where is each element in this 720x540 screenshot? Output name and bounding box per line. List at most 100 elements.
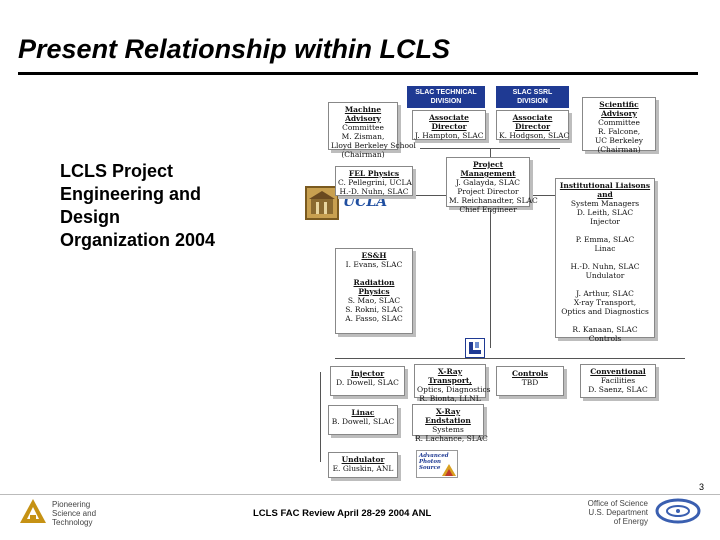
box-heading: FEL Physics (338, 169, 410, 178)
doe-logo-icon (655, 498, 701, 524)
box-line: Lloyd Berkeley School (331, 141, 395, 150)
box-line: M. Zisman, (331, 132, 395, 141)
box-line: Linac (558, 244, 652, 253)
box-heading: Scientific Advisory (585, 100, 653, 118)
box-heading: Associate Director (415, 113, 483, 131)
box-line: D. Leith, SLAC (558, 208, 652, 217)
footer-divider (0, 494, 720, 495)
box-line (558, 316, 652, 325)
footer-right-line: U.S. Department (560, 508, 648, 517)
box-line: R. Kanaan, SLAC (558, 325, 652, 334)
box-line: I. Evans, SLAC (338, 260, 410, 269)
connector-line (335, 358, 685, 359)
machine-advisory-box: Machine Advisory Committee M. Zisman, Ll… (328, 102, 398, 150)
box-heading: Radiation Physics (338, 278, 410, 296)
header-line: DIVISION (496, 97, 569, 106)
connector-line (420, 148, 560, 149)
box-line: H.-D. Nuhn, SLAC (558, 262, 652, 271)
linac-box: Linac B. Dowell, SLAC (328, 405, 398, 435)
box-line (558, 253, 652, 262)
footer-left-line: Science and (52, 509, 96, 518)
box-heading: X-Ray Transport, (417, 367, 483, 385)
conventional-facilities-box: Conventional Facilities D. Saenz, SLAC (580, 364, 656, 398)
injector-box: Injector D. Dowell, SLAC (330, 366, 405, 396)
llnl-logo (465, 338, 485, 358)
box-line: Systems (415, 425, 481, 434)
box-line: M. Reichanadter, SLAC (449, 196, 527, 205)
slac-ssrl-division-header: SLAC SSRL DIVISION (496, 86, 569, 108)
connector-line (410, 195, 450, 196)
box-heading: Undulator (331, 455, 395, 464)
box-line: J. Arthur, SLAC (558, 289, 652, 298)
box-line: Committee (585, 118, 653, 127)
box-line: Optics and Diagnostics (558, 307, 652, 316)
box-line: System Managers (558, 199, 652, 208)
assoc-director-tech-box: Associate Director J. Hampton, SLAC (412, 110, 486, 140)
undulator-box: Undulator E. Gluskin, ANL (328, 452, 398, 478)
box-line: TBD (499, 378, 561, 387)
connector-line (320, 372, 321, 462)
footer-left-line: Pioneering (52, 500, 96, 509)
header-line: SLAC SSRL (496, 88, 569, 97)
box-line: R. Lachance, SLAC (415, 434, 481, 443)
box-heading: X-Ray Endstation (415, 407, 481, 425)
xray-transport-box: X-Ray Transport, Optics, Diagnostics R. … (414, 364, 486, 398)
footer-left-text: Pioneering Science and Technology (52, 500, 96, 527)
footer-right-line: Office of Science (560, 499, 648, 508)
box-line: J. Galayda, SLAC (449, 178, 527, 187)
ucla-building-icon (305, 186, 339, 220)
box-line: R. Bionta, LLNL (417, 394, 483, 403)
box-line: K. Hodgson, SLAC (499, 131, 566, 140)
box-line: (Chairman) (585, 145, 653, 154)
box-line: Project Director (449, 187, 527, 196)
box-line: D. Dowell, SLAC (333, 378, 402, 387)
box-line: S. Mao, SLAC (338, 296, 410, 305)
box-line: Facilities (583, 376, 653, 385)
box-heading: ES&H (338, 251, 410, 260)
box-heading: Institutional Liaisons and (558, 181, 652, 199)
scientific-advisory-box: Scientific Advisory Committee R. Falcone… (582, 97, 656, 151)
page-number: 3 (699, 482, 704, 492)
box-line: S. Rokni, SLAC (338, 305, 410, 314)
box-heading: Controls (499, 369, 561, 378)
box-line: B. Dowell, SLAC (331, 417, 395, 426)
project-management-box: Project Management J. Galayda, SLAC Proj… (446, 157, 530, 207)
slac-technical-division-header: SLAC TECHNICAL DIVISION (407, 86, 485, 108)
ucla-logo-text: UCLA (343, 194, 387, 210)
box-line: UC Berkeley (585, 136, 653, 145)
box-line: A. Fasso, SLAC (338, 314, 410, 323)
fel-physics-box: FEL Physics C. Pellegrini, UCLA H.-D. Nu… (335, 166, 413, 196)
box-heading: Linac (331, 408, 395, 417)
esh-radiation-box: ES&H I. Evans, SLAC Radiation Physics S.… (335, 248, 413, 334)
box-line (558, 226, 652, 235)
box-line: Controls (558, 334, 652, 343)
box-line: X-ray Transport, (558, 298, 652, 307)
box-line: R. Falcone, (585, 127, 653, 136)
box-heading: Associate Director (499, 113, 566, 131)
box-line: Undulator (558, 271, 652, 280)
argonne-logo-icon (20, 499, 46, 523)
box-line: J. Hampton, SLAC (415, 131, 483, 140)
header-line: SLAC TECHNICAL (407, 88, 485, 97)
institutional-liaisons-box: Institutional Liaisons and System Manage… (555, 178, 655, 338)
assoc-director-ssrl-box: Associate Director K. Hodgson, SLAC (496, 110, 569, 140)
box-line: H.-D. Nuhn, SLAC (338, 187, 410, 196)
org-chart: SLAC TECHNICAL DIVISION SLAC SSRL DIVISI… (0, 0, 720, 480)
box-spacer (338, 269, 410, 278)
footer-left-line: Technology (52, 518, 96, 527)
box-line: C. Pellegrini, UCLA (338, 178, 410, 187)
box-line: E. Gluskin, ANL (331, 464, 395, 473)
box-line: P. Emma, SLAC (558, 235, 652, 244)
box-line: Chief Engineer (449, 205, 527, 214)
footer-center-text: LCLS FAC Review April 28-29 2004 ANL (253, 508, 431, 519)
footer-right-line: of Energy (560, 517, 648, 526)
aps-logo: Advanced Photon Source (416, 450, 458, 478)
box-line: (Chairman) (331, 150, 395, 159)
box-line: Optics, Diagnostics (417, 385, 483, 394)
header-line: DIVISION (407, 97, 485, 106)
footer-right-text: Office of Science U.S. Department of Ene… (560, 499, 648, 526)
box-heading: Project Management (449, 160, 527, 178)
box-heading: Machine Advisory (331, 105, 395, 123)
box-line: Committee (331, 123, 395, 132)
xray-endstation-box: X-Ray Endstation Systems R. Lachance, SL… (412, 404, 484, 436)
